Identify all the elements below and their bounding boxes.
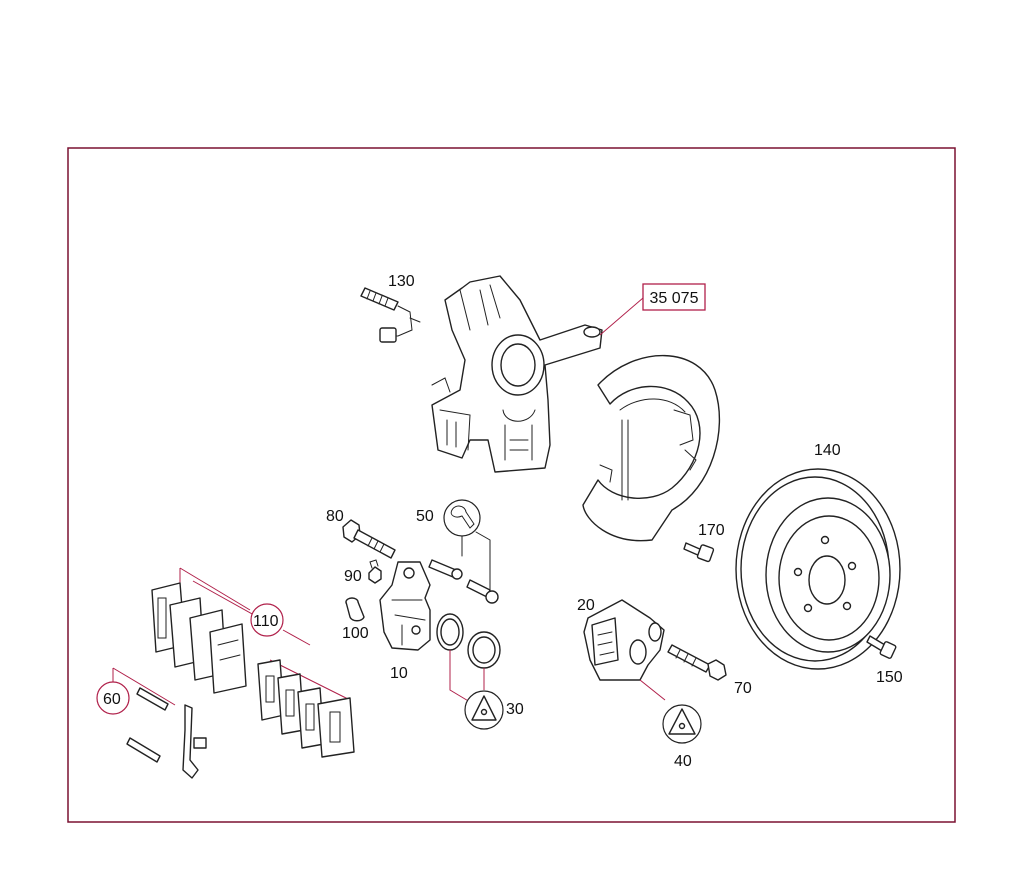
part-label-20: 20 bbox=[577, 597, 595, 614]
guide-bolt-set-50[interactable]: 50 bbox=[416, 499, 499, 604]
triangle-kit-icon bbox=[668, 708, 696, 735]
wrench-icon bbox=[450, 505, 475, 529]
part-label-50: 50 bbox=[416, 508, 434, 525]
steering-knuckle[interactable] bbox=[431, 275, 603, 473]
caliper-housing-10[interactable]: 10 bbox=[379, 561, 431, 682]
wear-sensor-130[interactable]: 130 bbox=[360, 273, 421, 343]
part-label-70: 70 bbox=[734, 680, 752, 697]
dust-shield[interactable] bbox=[582, 354, 721, 542]
bleeder-screw-90[interactable]: 90 bbox=[344, 559, 382, 585]
bolt-80[interactable]: 80 bbox=[326, 508, 396, 559]
pins-and-spring-60[interactable]: 60 bbox=[96, 667, 207, 779]
reference-code-label: 35 075 bbox=[650, 290, 699, 307]
reference-code-box[interactable]: 35 075 bbox=[599, 283, 706, 336]
brake-disc-140[interactable]: 140 bbox=[735, 442, 901, 670]
part-label-150: 150 bbox=[876, 669, 903, 686]
part-label-130: 130 bbox=[388, 273, 415, 290]
part-label-30: 30 bbox=[506, 701, 524, 718]
triangle-kit-icon bbox=[471, 695, 497, 721]
part-label-100: 100 bbox=[342, 625, 369, 642]
part-label-80: 80 bbox=[326, 508, 344, 525]
caliper-20[interactable]: 20 bbox=[577, 597, 666, 701]
caliper-kit-40[interactable]: 40 bbox=[662, 704, 702, 770]
seal-kit-30[interactable]: 30 bbox=[436, 613, 524, 730]
part-label-110: 110 bbox=[253, 613, 279, 630]
bolt-150[interactable]: 150 bbox=[866, 635, 903, 686]
brake-pad-set-110[interactable]: 110 bbox=[151, 567, 355, 758]
part-label-10: 10 bbox=[390, 665, 408, 682]
part-label-140: 140 bbox=[814, 442, 841, 459]
part-label-90: 90 bbox=[344, 568, 362, 585]
cap-100[interactable]: 100 bbox=[342, 597, 369, 642]
part-label-170: 170 bbox=[698, 522, 725, 539]
part-label-40: 40 bbox=[674, 753, 692, 770]
caliper-bolt-70[interactable]: 70 bbox=[667, 644, 752, 697]
diagram-frame bbox=[67, 147, 956, 823]
bolt-170[interactable]: 170 bbox=[683, 522, 725, 563]
part-label-60: 60 bbox=[103, 691, 121, 708]
